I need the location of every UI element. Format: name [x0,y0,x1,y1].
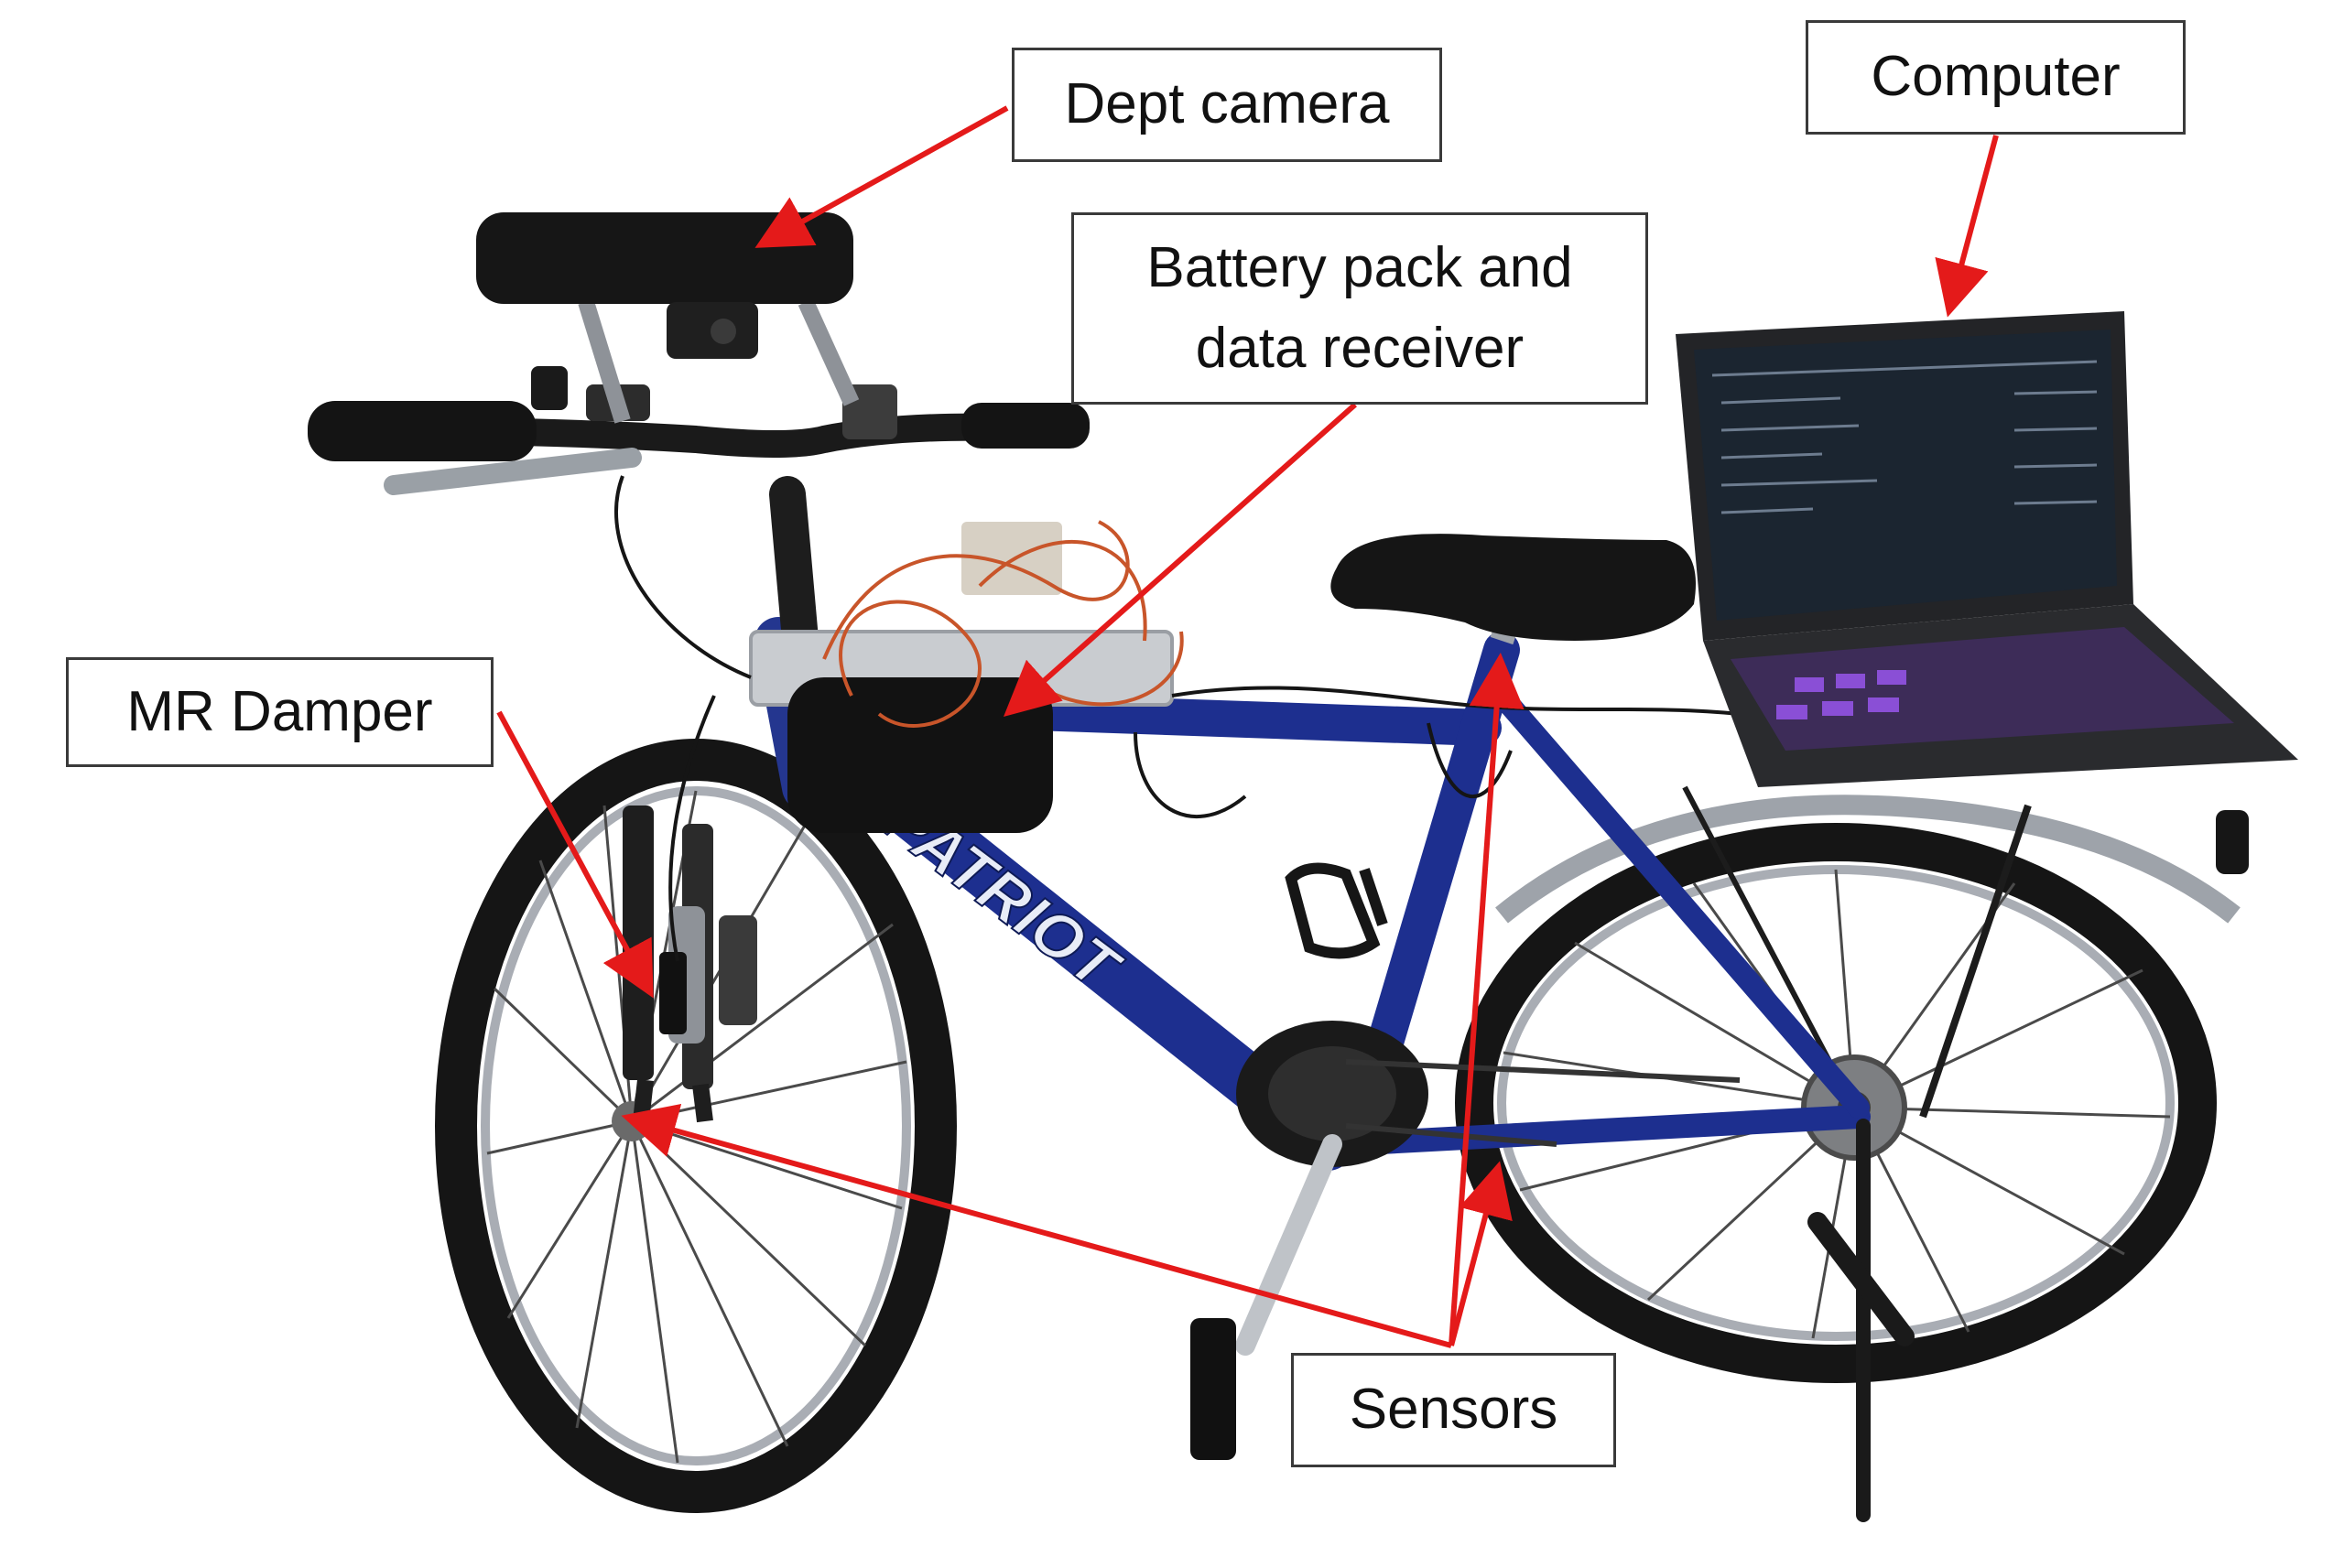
battery-pack-and-receiver [614,475,1741,962]
bottle-cage [1285,862,1388,959]
mr-damper-callout: MR Damper [66,657,494,767]
arrow-sensor-fork [621,1103,1452,1348]
computer-label: Computer [1871,45,2121,109]
saddle [1330,534,1696,645]
front-wheel [435,739,957,1513]
arrow-battery [1004,402,1357,717]
front-fork [623,806,757,1123]
handlebar [308,366,1090,668]
computer-callout: Computer [1806,20,2186,135]
dept-camera-callout: Dept camera [1012,48,1442,162]
dept-camera-label: Dept camera [1064,72,1390,136]
annotation-arrows [496,105,1999,1348]
arrow-sensor-seat [1449,653,1525,1346]
mr-damper-label: MR Damper [126,679,433,743]
battery-pack-callout: Battery pack and data receiver [1071,212,1648,405]
arrow-sensor-bb [1449,1161,1513,1346]
arrow-mr-damper [496,710,654,999]
drivetrain [1190,1021,1741,1460]
sensors-label: Sensors [1349,1378,1558,1442]
arrow-dept-camera [754,105,1009,248]
mr-damper-body [659,952,687,1034]
kickstand [1807,1119,1915,1522]
battery-pack-label: Battery pack and data receiver [1146,235,1573,380]
laptop [1676,311,2298,787]
arrow-computer [1935,135,1999,318]
sensors-callout: Sensors [1291,1353,1616,1467]
